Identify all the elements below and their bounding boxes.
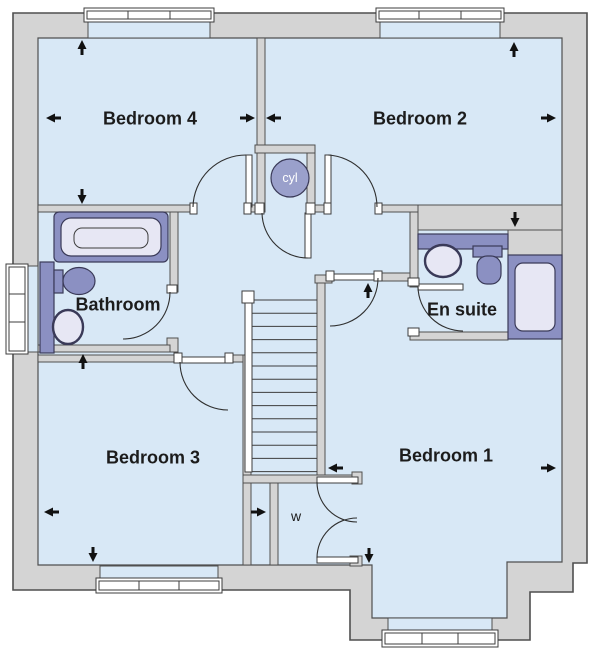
wardrobe-door-leaf xyxy=(316,556,359,564)
wardrobe-door-swing xyxy=(316,517,358,559)
stair-handrail xyxy=(244,295,253,473)
ensuite-toilet-icon xyxy=(472,245,503,285)
bedroom1-door-leaf xyxy=(331,273,379,281)
dimension-arrow-left xyxy=(46,113,61,123)
bathroom-door-swing xyxy=(122,291,171,340)
window-bedroom2 xyxy=(375,7,505,39)
windows xyxy=(5,7,505,648)
dimension-arrow-down xyxy=(364,548,374,563)
dimension-arrow-left xyxy=(266,113,281,123)
bathtub-icon xyxy=(53,211,169,263)
ensuite-door-swing xyxy=(417,286,464,332)
stair-newel xyxy=(241,290,255,304)
dimension-arrow-down xyxy=(77,189,87,204)
bedroom2-door-leaf xyxy=(324,154,332,208)
bedroom3-door-leaf xyxy=(179,356,229,364)
dimension-arrow-up xyxy=(77,40,87,55)
window-bedroom3 xyxy=(95,565,223,594)
cylinder-icon xyxy=(270,158,310,198)
window-bedroom1-bay xyxy=(381,617,499,648)
dimension-arrow-up xyxy=(78,354,88,369)
wardrobe-door-leaf xyxy=(316,476,359,484)
cylinder-door-leaf xyxy=(304,212,312,259)
wardrobe-door-swing xyxy=(316,481,358,523)
window-bathroom xyxy=(5,263,39,355)
interior-floor xyxy=(37,37,563,619)
cylinder-door-swing xyxy=(261,212,309,259)
ensuite-basin-icon xyxy=(423,243,463,279)
window-bedroom4 xyxy=(83,7,215,39)
dimension-arrow-up xyxy=(509,42,519,57)
bedroom4-door-leaf xyxy=(245,154,253,208)
bedroom2-door-swing xyxy=(327,154,378,208)
dimension-arrow-right xyxy=(541,113,556,123)
bathroom-vanity xyxy=(39,261,55,354)
dimension-arrow-right xyxy=(251,507,266,517)
fixtures xyxy=(39,158,563,354)
toilet-icon xyxy=(53,266,96,296)
dimension-arrow-left xyxy=(328,463,343,473)
dimension-arrow-right xyxy=(240,113,255,123)
dimension-arrows xyxy=(44,40,556,563)
dimension-arrow-left xyxy=(44,507,59,517)
dimension-arrow-up xyxy=(363,283,373,298)
doors xyxy=(122,154,464,564)
stairs xyxy=(241,290,317,473)
bedroom3-door-swing xyxy=(179,361,229,411)
ensuite-door-leaf xyxy=(417,283,464,291)
basin-icon xyxy=(51,308,85,346)
dimension-arrow-down xyxy=(510,212,520,227)
bedroom4-door-swing xyxy=(192,154,247,208)
dimension-arrow-right xyxy=(541,463,556,473)
shower-icon xyxy=(507,254,563,340)
bedroom1-door-swing xyxy=(329,277,379,327)
dimension-arrow-down xyxy=(88,547,98,562)
